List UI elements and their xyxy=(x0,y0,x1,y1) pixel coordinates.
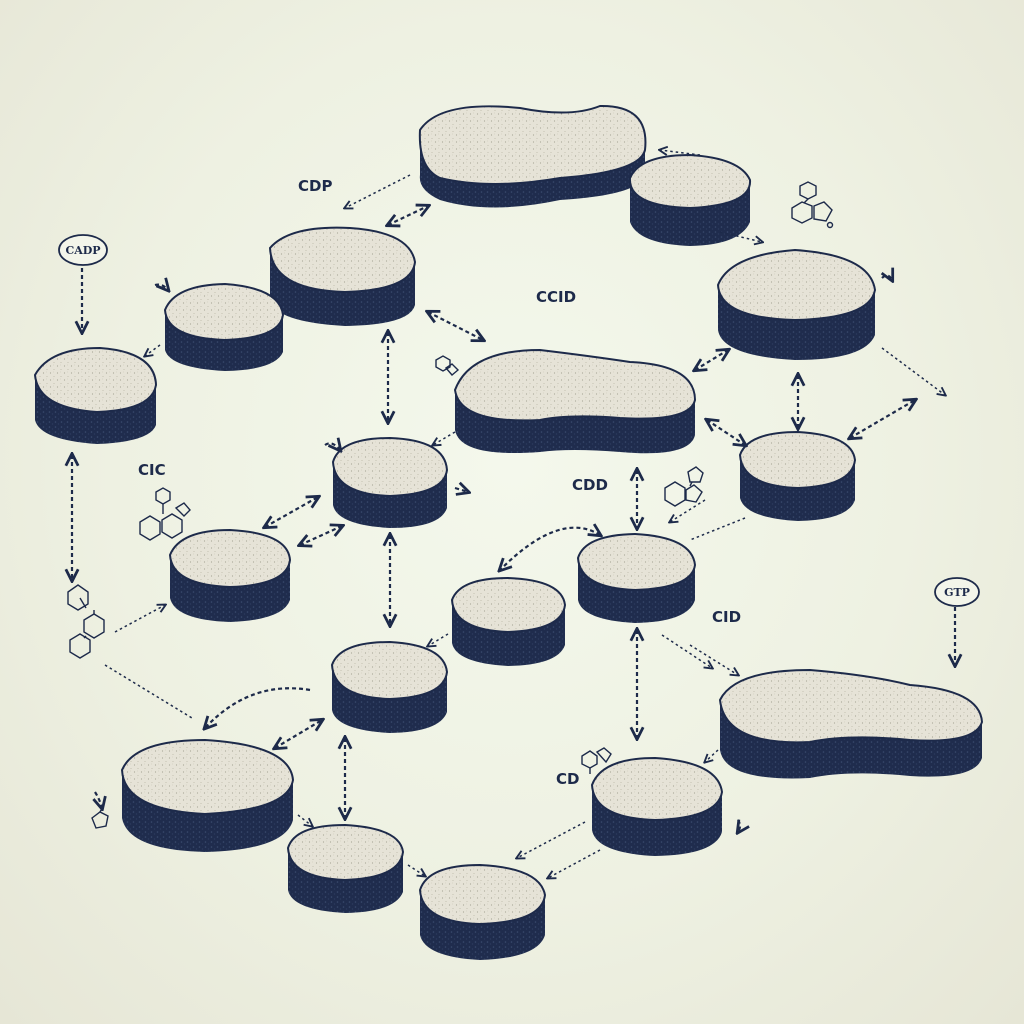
slab-center-large xyxy=(453,348,697,454)
slab-center-mid xyxy=(331,436,449,528)
slab-lower-center xyxy=(330,640,449,733)
molecule-icon-left-mid xyxy=(139,487,191,541)
molecule-icon-right-mid xyxy=(664,466,704,507)
slab-top-large xyxy=(418,104,647,208)
slab-upper-left xyxy=(163,282,285,371)
slab-upper-center xyxy=(268,226,417,326)
arrows xyxy=(72,150,955,878)
molecule-icon-center-left xyxy=(435,355,460,376)
slab-left-mid xyxy=(168,528,292,622)
slab-center-low xyxy=(450,576,567,666)
label-ccid: CCID xyxy=(536,288,576,306)
slab-bottom-center xyxy=(418,863,547,960)
bubble-cadp: CADP xyxy=(58,234,108,266)
slab-right-mid xyxy=(738,430,857,521)
slab-right-large xyxy=(716,248,877,360)
label-cic: CIC xyxy=(138,461,166,479)
label-cdd: CDD xyxy=(572,476,608,494)
molecule-icon-far-left xyxy=(67,584,105,659)
slab-lower-left-large xyxy=(120,738,295,852)
slab-center-right xyxy=(576,532,697,623)
bubble-cadp-text: CADP xyxy=(65,244,100,257)
molecule-icon-lower-left xyxy=(91,804,109,829)
slab-top-right xyxy=(628,153,752,246)
molecule-icon-lower-right xyxy=(581,747,612,774)
slab-lower-right-large xyxy=(718,668,984,779)
slab-bottom-left xyxy=(286,823,405,913)
label-cd: CD xyxy=(556,770,579,788)
slab-lower-right xyxy=(590,756,724,856)
bubble-gtp: GTP xyxy=(934,577,980,607)
molecule-icon-top-right xyxy=(791,181,834,229)
label-cdp: CDP xyxy=(298,177,332,195)
slab-far-left xyxy=(33,346,158,444)
label-cid: CID xyxy=(712,608,741,626)
bubble-gtp-text: GTP xyxy=(944,586,970,599)
